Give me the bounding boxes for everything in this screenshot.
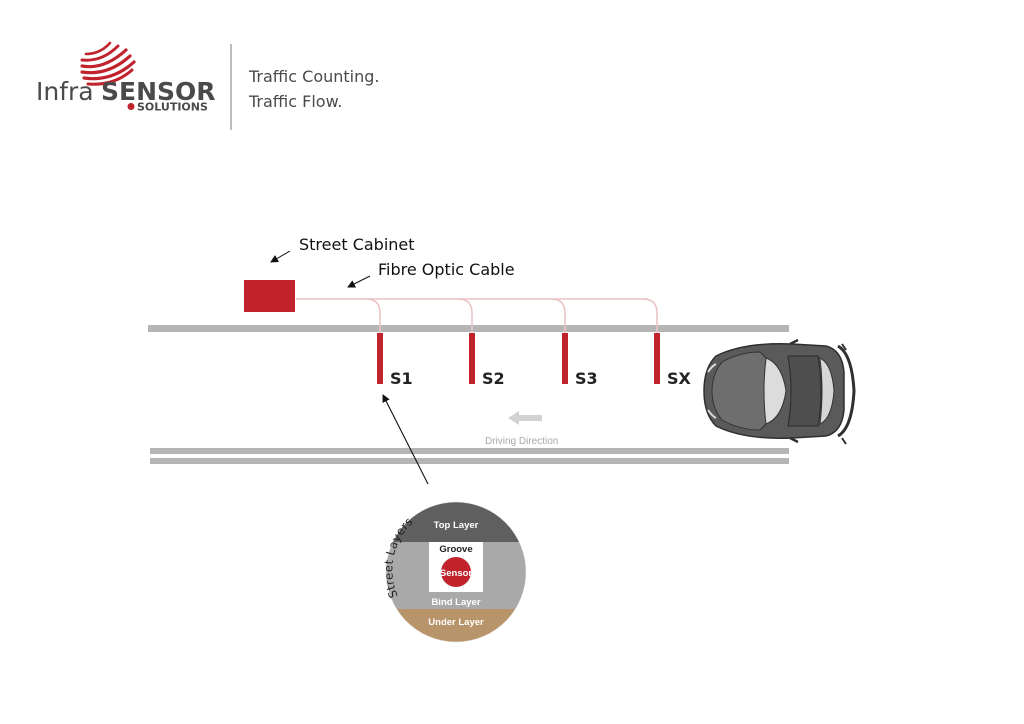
sensor-bar-s1 [377, 333, 383, 384]
logo-dot-icon [127, 103, 135, 110]
bind-layer-label: Bind Layer [431, 597, 480, 608]
sensor-bar-sx [654, 333, 660, 384]
street-layers-section: Top Layer Groove Sensor Bind Layer Under… [381, 501, 527, 643]
logo-word-infra: Infra [36, 77, 94, 106]
street-cabinet-pointer [270, 250, 291, 263]
sensor-label-s3: S3 [575, 369, 598, 388]
sensor-label-s2: S2 [482, 369, 505, 388]
top-layer-label: Top Layer [434, 520, 479, 531]
signal-arcs-icon [80, 41, 136, 86]
sensor-label-s1: S1 [390, 369, 413, 388]
groove-label: Groove [439, 544, 472, 555]
road-top-edge [148, 325, 789, 332]
logo-word-sensor: SENSOR [101, 77, 216, 106]
tagline-line-1: Traffic Counting. [248, 67, 380, 86]
car-icon [703, 338, 856, 445]
under-layer-band [386, 609, 526, 642]
sensor-circle-label: Sensor [440, 568, 473, 579]
street-layers-circle [385, 501, 527, 643]
street-cabinet-box [244, 280, 295, 312]
logo-word-solutions: SOLUTIONS [137, 101, 208, 114]
street-cabinet-label: Street Cabinet [299, 235, 415, 254]
sensor-bar-s2 [469, 333, 475, 384]
road-bottom-edge-outer [150, 458, 789, 464]
sensor-circle [441, 557, 471, 587]
street-layers-pointer [382, 394, 429, 485]
driving-direction-arrow-icon [508, 411, 542, 425]
sensor-label-sx: SX [667, 369, 692, 388]
company-logo: Infra SENSOR SOLUTIONS [36, 41, 216, 114]
under-layer-label: Under Layer [428, 617, 484, 628]
tagline-line-2: Traffic Flow. [248, 92, 342, 111]
driving-direction-label: Driving Direction [485, 436, 558, 447]
fibre-optic-cable-label: Fibre Optic Cable [378, 260, 515, 279]
fibre-optic-cable-pointer [347, 275, 371, 288]
fibre-optic-cable-line [296, 298, 658, 334]
sensor-bar-s3 [562, 333, 568, 384]
road-bottom-edge-inner [150, 448, 789, 454]
